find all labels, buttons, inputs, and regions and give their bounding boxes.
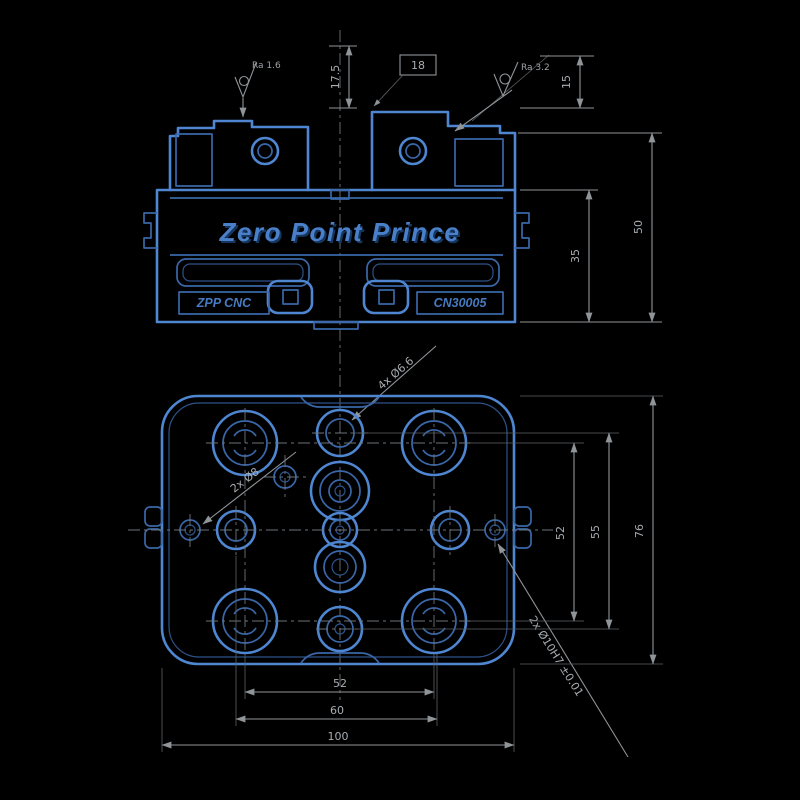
dim-total-height: 50 [632,220,645,234]
right-jaw [370,110,517,192]
top-view: Zero Point Prince Zero Point Prince ZPP … [143,110,530,330]
dim-right-inner: 52 [554,526,567,540]
left-boss [266,279,314,315]
left-label-box [178,291,270,315]
center-hole-mid [313,540,367,594]
left-slot [176,258,310,287]
callout-right-text: 2x Ø10H7 ±0.01 [526,614,586,699]
surface-finish-circle [238,75,250,87]
dim-gap-text: 18 [411,59,425,72]
surface-finish-left-value: Ra 1.6 [252,61,281,71]
left-jaw-hole [250,136,280,166]
surface-finish-circle [499,73,511,85]
center-hole-callout: 4x Ø6.6 [351,345,437,421]
leader-line [497,543,629,758]
side-tab-right [513,528,532,549]
right-jaw-hole [398,136,428,166]
right-boss [362,279,410,315]
left-jaw [168,119,310,192]
right-mount-tab [515,212,530,249]
surface-finish-icon [234,62,257,99]
callout-left-text: 2x Ø8 [228,465,262,495]
center-channel-tab [330,189,350,200]
right-boss-square [378,289,395,305]
right-jaw-pocket [454,138,504,187]
right-slot [366,258,500,287]
dim-gap-box [399,54,437,76]
dim-right-outer: 76 [633,524,646,538]
right-label-text: CN30005 [434,296,488,310]
top-view-dimensions: 17.5 18 Ra 3.2 Ra 1.6 15 35 50 [234,45,662,323]
left-mount-tab [143,212,157,249]
dim-right-mid: 55 [589,525,602,539]
dim-bottom-inner: 52 [333,677,347,690]
left-boss-square [282,289,299,305]
right-slot-inner [372,263,494,282]
bottom-center-tab [313,321,359,330]
bottom-view [128,394,553,666]
right-label-box [416,291,504,315]
dim-bottom-mid: 60 [330,704,344,717]
left-label-text: ZPP CNC [196,296,252,310]
dim-body-height: 35 [569,249,582,263]
bottom-edge-notch [300,652,380,664]
side-tab-right [513,506,532,527]
left-jaw-pocket [175,133,213,187]
side-tab-left [144,528,163,549]
leader-line [373,74,404,107]
brand-text: Zero Point Prince [219,217,461,247]
brand-text-shadow: Zero Point Prince [221,219,463,249]
surface-finish-right-value: Ra 3.2 [521,63,550,73]
side-tab-left [144,506,163,527]
leader-line [202,451,297,525]
leader-line [454,89,513,132]
surface-finish-icon [493,61,519,98]
leader-line [351,345,437,421]
left-jaw-hole-inner [257,143,273,159]
right-jaw-hole-inner [405,143,421,159]
left-slot-inner [182,263,304,282]
dim-slot-depth: 17.5 [329,65,342,90]
callout-center-text: 4x Ø6.6 [375,354,416,392]
dim-jaw-height: 15 [560,75,573,89]
body-outline [155,188,517,324]
dim-bottom-outer: 100 [328,730,349,743]
top-edge-notch [300,396,380,408]
